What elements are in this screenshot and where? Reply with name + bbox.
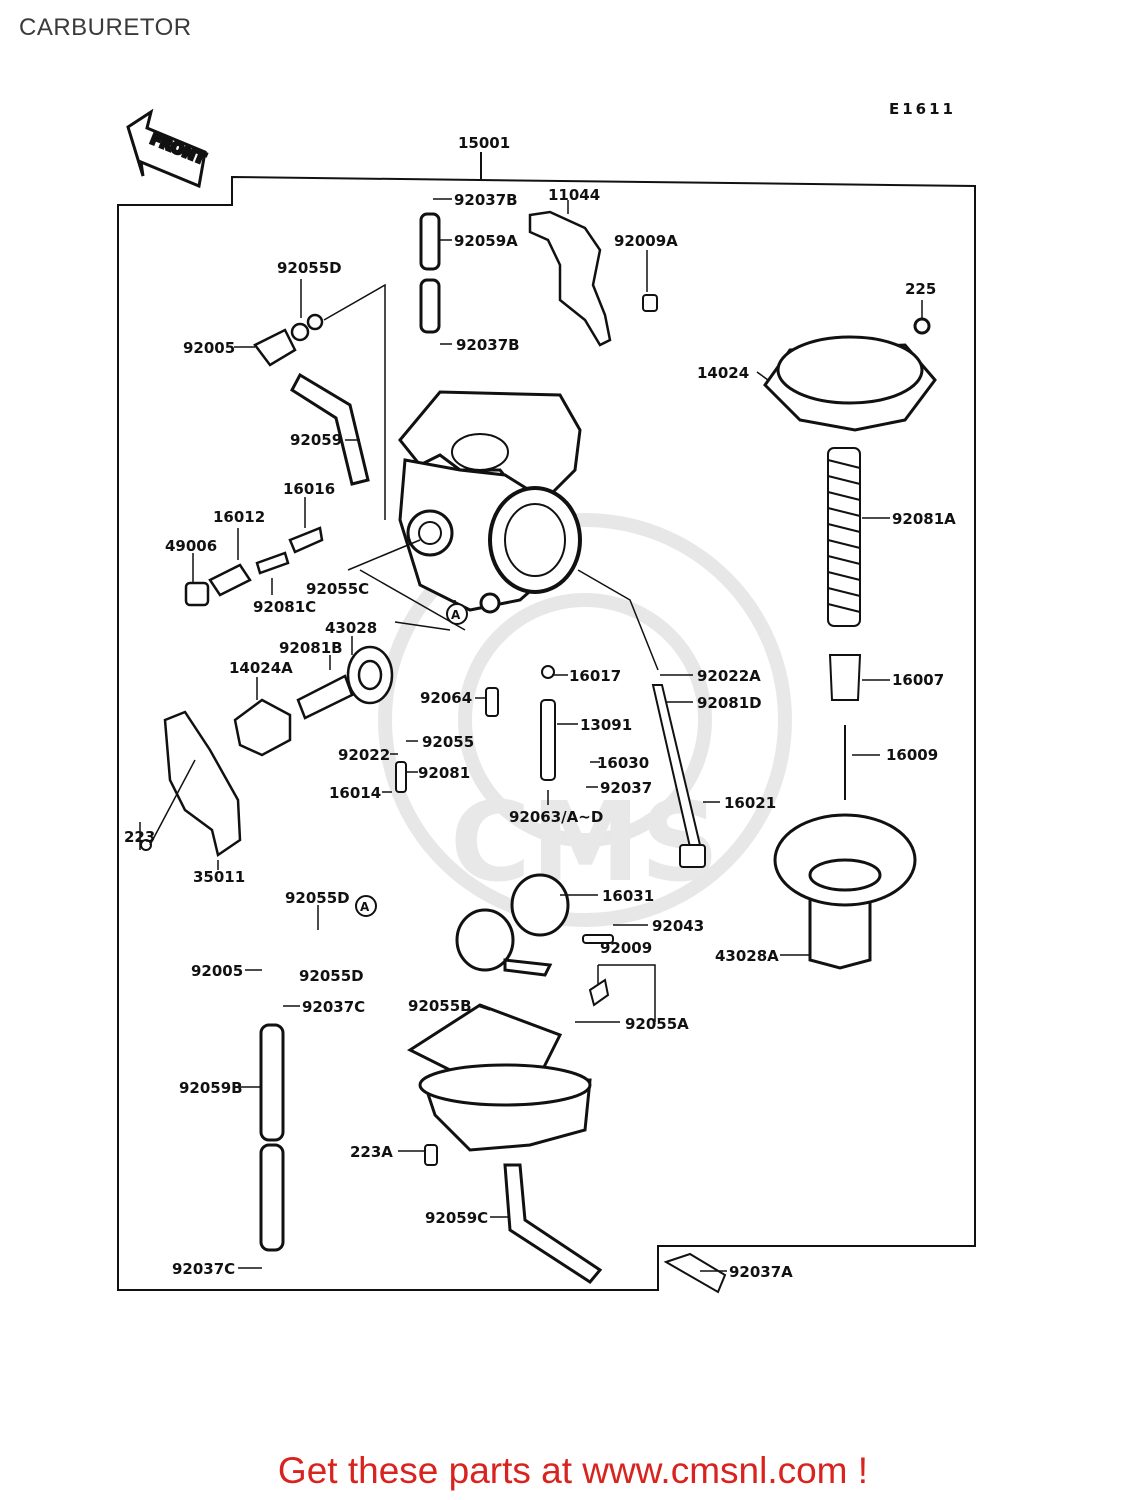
part-label-92005-top: 92005 xyxy=(183,339,235,357)
part-label-92055d-top: 92055D xyxy=(277,259,342,277)
bracket-11044 xyxy=(528,210,612,347)
part-label-92037c-bot: 92037C xyxy=(172,1260,235,1278)
svg-text:CMS: CMS xyxy=(450,778,719,906)
needle-jet xyxy=(651,684,706,868)
part-label-13091: 13091 xyxy=(580,716,632,734)
jet-needle xyxy=(828,654,862,800)
carburetor-body xyxy=(398,390,582,614)
part-label-11044: 11044 xyxy=(548,186,600,204)
part-label-92064: 92064 xyxy=(420,689,472,707)
part-label-92005-low: 92005 xyxy=(191,962,243,980)
hoses xyxy=(259,212,603,1284)
part-label-92081a: 92081A xyxy=(892,510,956,528)
part-label-92037c-mid: 92037C xyxy=(302,998,365,1016)
part-labels: 15001 92037B 11044 92059A 92009A 92055D … xyxy=(124,134,956,1281)
part-label-16017: 16017 xyxy=(569,667,621,685)
part-label-92059b: 92059B xyxy=(179,1079,243,1097)
part-label-16016: 16016 xyxy=(283,480,335,498)
part-label-92055d-low: 92055D xyxy=(285,889,350,907)
part-label-15001: 15001 xyxy=(458,134,510,152)
part-label-35011: 35011 xyxy=(193,868,245,886)
part-label-223: 223 xyxy=(124,828,155,846)
callout-marker-a-upper: A xyxy=(446,603,468,625)
part-label-16031: 16031 xyxy=(602,887,654,905)
part-label-92055a: 92055A xyxy=(625,1015,689,1033)
part-label-92059: 92059 xyxy=(290,431,342,449)
part-label-16021: 16021 xyxy=(724,794,776,812)
spring-92081a xyxy=(827,447,861,627)
part-label-49006: 49006 xyxy=(165,537,217,555)
part-label-14024: 14024 xyxy=(697,364,749,382)
part-label-92037b-mid: 92037B xyxy=(456,336,520,354)
callout-marker-a-lower: A xyxy=(355,895,377,917)
part-label-16007: 16007 xyxy=(892,671,944,689)
part-label-16030: 16030 xyxy=(597,754,649,772)
part-label-92043: 92043 xyxy=(652,917,704,935)
part-label-92081: 92081 xyxy=(418,764,470,782)
part-label-92055d-low2: 92055D xyxy=(299,967,364,985)
part-label-14024a: 14024A xyxy=(229,659,293,677)
front-arrow-icon: FRONT xyxy=(126,108,210,189)
top-cover xyxy=(763,317,937,432)
jets-and-screws xyxy=(140,294,727,1294)
part-label-92037b-top: 92037B xyxy=(454,191,518,209)
part-label-92022: 92022 xyxy=(338,746,390,764)
part-label-92055b: 92055B xyxy=(408,997,472,1015)
part-label-225: 225 xyxy=(905,280,936,298)
part-label-16012: 16012 xyxy=(213,508,265,526)
assembly-border xyxy=(117,175,976,1291)
part-label-92009a: 92009A xyxy=(614,232,678,250)
part-label-92022a: 92022A xyxy=(697,667,761,685)
svg-text:A: A xyxy=(360,900,370,914)
float xyxy=(455,873,570,977)
diagram-code: E1611 xyxy=(889,100,956,118)
part-label-92081b: 92081B xyxy=(279,639,343,657)
page-title: CARBURETOR xyxy=(19,14,192,41)
part-label-92037: 92037 xyxy=(600,779,652,797)
carburetor-exploded-diagram: CMS FRONT E1611 xyxy=(117,100,976,1294)
part-label-92059c: 92059C xyxy=(425,1209,488,1227)
part-label-16014: 16014 xyxy=(329,784,381,802)
svg-text:A: A xyxy=(451,608,461,622)
leader-lines xyxy=(139,198,923,1272)
svg-text:FRONT: FRONT xyxy=(148,130,209,168)
part-label-92037a: 92037A xyxy=(729,1263,793,1281)
part-label-92081d: 92081D xyxy=(697,694,762,712)
bracket xyxy=(163,710,242,858)
part-label-92055: 92055 xyxy=(422,733,474,751)
watermark: CMS xyxy=(378,513,792,927)
throttle-valve xyxy=(773,813,917,970)
pilot-screw-parts xyxy=(184,313,324,607)
part-label-43028: 43028 xyxy=(325,619,377,637)
part-label-16009: 16009 xyxy=(886,746,938,764)
float-bowl xyxy=(406,1003,592,1152)
choke-assembly xyxy=(233,645,394,757)
part-label-92081c: 92081C xyxy=(253,598,316,616)
part-label-92063: 92063/A~D xyxy=(509,808,603,826)
part-label-92009: 92009 xyxy=(600,939,652,957)
promo-link[interactable]: Get these parts at www.cmsnl.com ! xyxy=(277,1450,869,1491)
part-label-43028a: 43028A xyxy=(715,947,779,965)
part-label-92059a: 92059A xyxy=(454,232,518,250)
part-label-92055c: 92055C xyxy=(306,580,369,598)
part-label-223a: 223A xyxy=(350,1143,393,1161)
